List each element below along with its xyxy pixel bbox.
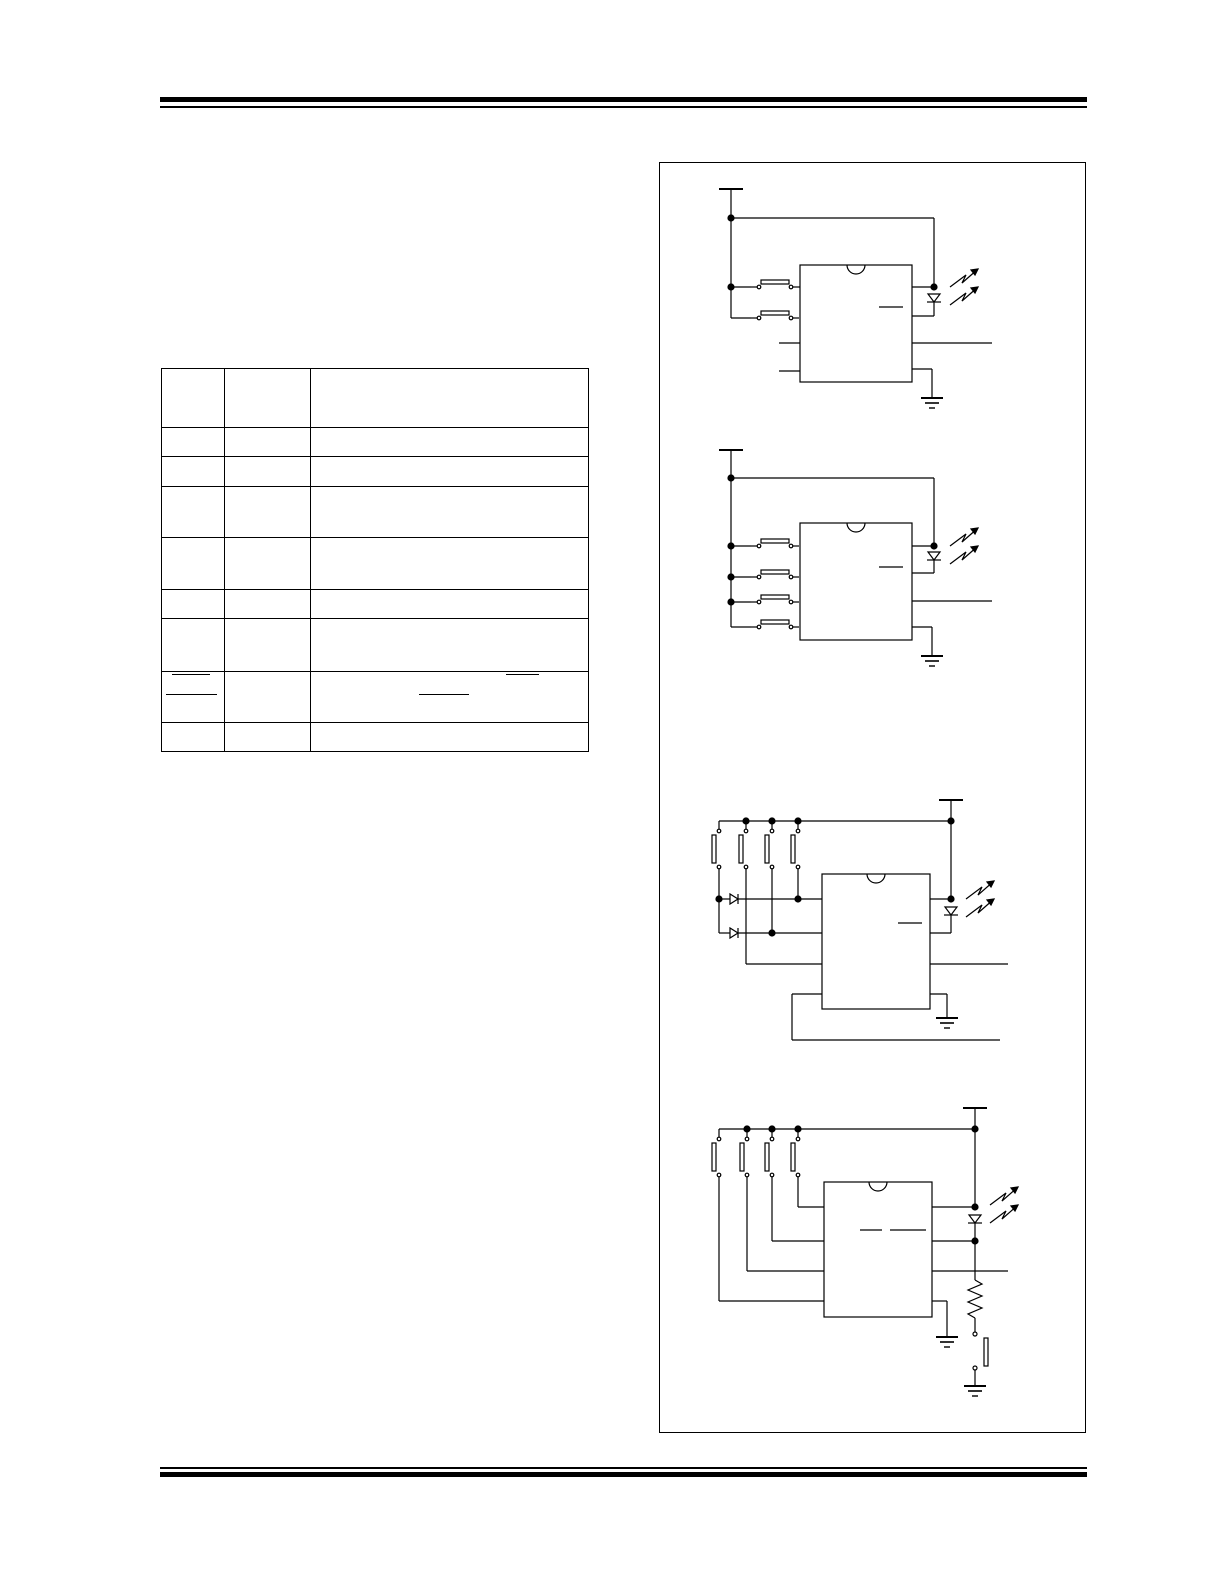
table-cell (224, 456, 311, 487)
table-cell (161, 618, 225, 672)
table-cell (310, 721, 589, 753)
table-cell (310, 367, 589, 429)
ic-package (799, 264, 913, 383)
table-row (161, 536, 589, 591)
table-cell (161, 536, 225, 591)
table-cell (310, 670, 589, 723)
schematic-four-key-remote (719, 449, 992, 667)
overbar-mark (506, 674, 539, 675)
overbar-mark (166, 694, 217, 695)
ir-led-icon (926, 293, 942, 303)
ir-led-icon (967, 1214, 983, 1224)
table-cell (161, 721, 225, 753)
table-row (161, 670, 589, 723)
table-cell (224, 536, 311, 591)
ic-package (821, 873, 931, 1010)
overbar-mark (419, 694, 469, 695)
table-row (161, 589, 589, 620)
table-cell (161, 456, 225, 487)
ic-package (823, 1181, 933, 1318)
ir-led-icon (943, 906, 959, 916)
table-cell (224, 589, 311, 620)
schematic-two-key-remote (719, 188, 992, 409)
switch-icon (983, 1337, 989, 1367)
schematic-led-resistor-switch-remote (711, 1107, 1019, 1397)
footer-rule-thick (160, 1472, 1087, 1477)
table-cell (224, 485, 311, 538)
table-row (161, 618, 589, 672)
table-cell (224, 427, 311, 458)
table-cell (310, 536, 589, 591)
diode-icon (729, 892, 740, 906)
table-row (161, 427, 589, 458)
diode-icon (729, 926, 740, 940)
table-row (161, 485, 589, 538)
table-cell (310, 589, 589, 620)
table-cell (161, 427, 225, 458)
table-cell (310, 485, 589, 538)
footer-rule-thin (160, 1467, 1087, 1469)
ir-led-icon (926, 551, 942, 561)
ic-package (799, 522, 913, 641)
resistor-icon (966, 1279, 984, 1319)
header-rule-thick (160, 97, 1087, 102)
pin-description-table (161, 367, 589, 753)
overbar-mark (172, 674, 210, 675)
table-cell (310, 618, 589, 672)
table-cell (161, 670, 225, 723)
table-cell (310, 456, 589, 487)
table-row (161, 721, 589, 753)
figure-box (659, 162, 1086, 1433)
table-cell (224, 670, 311, 723)
table-header-row (161, 367, 589, 429)
schematic-diode-matrix-remote (711, 799, 1008, 1041)
table-row (161, 456, 589, 487)
header-rule-thin (160, 106, 1087, 108)
